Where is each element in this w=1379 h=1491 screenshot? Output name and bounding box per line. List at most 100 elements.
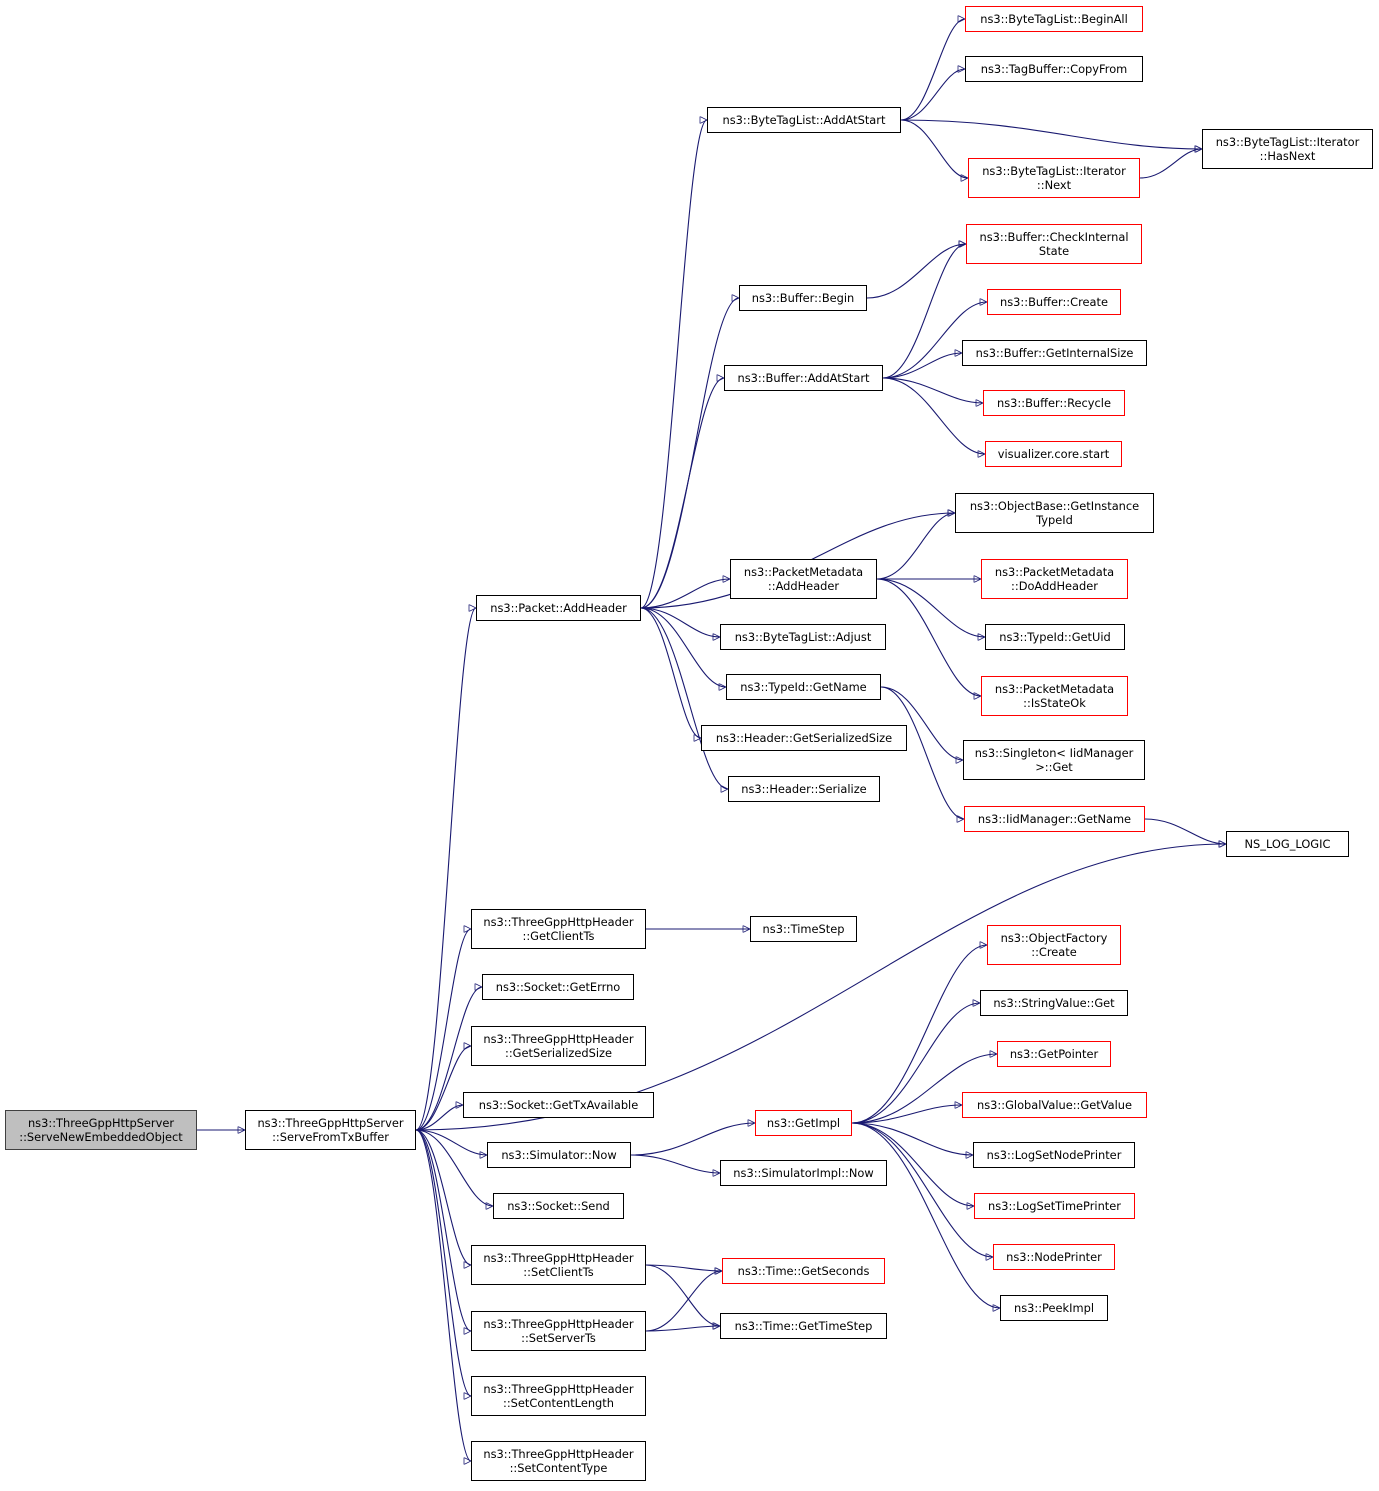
node-packetmetadata-doaddheader[interactable]: ns3::PacketMetadata ::DoAddHeader — [981, 559, 1128, 599]
edge-bytetaglist-addatstart-to-tagbuffer-copyfrom — [900, 69, 965, 121]
node-getpointer[interactable]: ns3::GetPointer — [997, 1041, 1111, 1067]
edge-typeid-getname-to-singleton-iidmanager-get — [880, 686, 963, 760]
node-packetmetadata-isstateok[interactable]: ns3::PacketMetadata ::IsStateOk — [981, 676, 1128, 716]
node-http-header-getserializedsize[interactable]: ns3::ThreeGppHttpHeader ::GetSerializedS… — [471, 1026, 646, 1066]
node-buffer-getinternalsize[interactable]: ns3::Buffer::GetInternalSize — [962, 340, 1147, 366]
edge-packetmetadata-addheader-to-objectbase-getinstancetypeid — [876, 513, 955, 580]
edge-packet-addheader-to-buffer-begin — [640, 298, 739, 609]
edge-packetmetadata-addheader-to-typeid-getuid — [876, 578, 985, 637]
edge-buffer-addatstart-to-buffer-getinternalsize — [882, 353, 962, 379]
node-label: ns3::ByteTagList::Iterator ::Next — [982, 164, 1126, 192]
node-label: ns3::ThreeGppHttpHeader ::SetServerTs — [483, 1317, 634, 1345]
edge-serve-from-tx-to-http-header-getclientts — [415, 929, 471, 1131]
node-label: ns3::Time::GetSeconds — [737, 1264, 870, 1278]
node-globalvalue-getvalue[interactable]: ns3::GlobalValue::GetValue — [962, 1092, 1147, 1118]
node-bytetaglist-beginall[interactable]: ns3::ByteTagList::BeginAll — [965, 6, 1143, 32]
node-label: ns3::Simulator::Now — [501, 1148, 617, 1162]
node-logsettimeprinter[interactable]: ns3::LogSetTimePrinter — [974, 1193, 1135, 1219]
edge-bytetaglist-addatstart-to-bytetaglist-beginall — [900, 19, 965, 121]
node-timestep[interactable]: ns3::TimeStep — [750, 916, 857, 942]
node-label: ns3::Packet::AddHeader — [490, 601, 627, 615]
node-iidmanager-getname[interactable]: ns3::IidManager::GetName — [964, 806, 1145, 832]
node-label: ns3::Buffer::CheckInternal State — [979, 230, 1129, 258]
node-label: ns3::ByteTagList::Adjust — [734, 630, 872, 644]
node-simulator-now[interactable]: ns3::Simulator::Now — [487, 1142, 631, 1168]
edge-serve-from-tx-to-socket-gettxavailable — [415, 1105, 463, 1131]
node-http-header-setcontentlength[interactable]: ns3::ThreeGppHttpHeader ::SetContentLeng… — [471, 1376, 646, 1416]
edge-serve-from-tx-to-socket-geterrno — [415, 987, 482, 1131]
node-typeid-getname[interactable]: ns3::TypeId::GetName — [726, 674, 881, 700]
node-simulatorimpl-now[interactable]: ns3::SimulatorImpl::Now — [720, 1160, 887, 1186]
edge-buffer-addatstart-to-visualizer-core-start — [882, 377, 985, 454]
node-socket-geterrno[interactable]: ns3::Socket::GetErrno — [482, 974, 634, 1000]
edge-getimpl-to-objectfactory-create — [851, 945, 987, 1124]
node-logsetnodeprinter[interactable]: ns3::LogSetNodePrinter — [973, 1142, 1135, 1168]
node-time-getseconds[interactable]: ns3::Time::GetSeconds — [722, 1258, 885, 1284]
node-http-header-setclientts[interactable]: ns3::ThreeGppHttpHeader ::SetClientTs — [471, 1245, 646, 1285]
node-buffer-checkinternalstate[interactable]: ns3::Buffer::CheckInternal State — [966, 224, 1142, 264]
edge-packet-addheader-to-header-serialize — [640, 607, 728, 789]
node-label: ns3::PacketMetadata ::DoAddHeader — [994, 565, 1115, 593]
node-typeid-getuid[interactable]: ns3::TypeId::GetUid — [985, 624, 1125, 650]
node-getimpl[interactable]: ns3::GetImpl — [755, 1110, 852, 1136]
node-label: ns3::Buffer::GetInternalSize — [975, 346, 1134, 360]
node-label: ns3::ThreeGppHttpHeader ::GetClientTs — [483, 915, 634, 943]
node-label: ns3::ObjectBase::GetInstance TypeId — [969, 499, 1140, 527]
node-label: ns3::TagBuffer::CopyFrom — [980, 62, 1128, 76]
node-label: ns3::Singleton< IidManager >::Get — [974, 746, 1134, 774]
node-socket-send[interactable]: ns3::Socket::Send — [493, 1193, 624, 1219]
node-label: ns3::ByteTagList::BeginAll — [980, 12, 1128, 26]
node-bytetaglist-iter-hasnext[interactable]: ns3::ByteTagList::Iterator ::HasNext — [1202, 129, 1373, 169]
node-singleton-iidmanager-get[interactable]: ns3::Singleton< IidManager >::Get — [963, 740, 1145, 780]
node-label: ns3::Buffer::AddAtStart — [737, 371, 870, 385]
edge-getimpl-to-logsetnodeprinter — [851, 1122, 973, 1155]
node-label: ns3::ByteTagList::Iterator ::HasNext — [1215, 135, 1360, 163]
edge-getimpl-to-stringvalue-get — [851, 1003, 980, 1124]
node-label: ns3::GetPointer — [1009, 1047, 1099, 1061]
edge-packet-addheader-to-header-getserializedsize — [640, 607, 701, 738]
node-ns-log-logic[interactable]: NS_LOG_LOGIC — [1226, 831, 1349, 857]
node-header-serialize[interactable]: ns3::Header::Serialize — [728, 776, 880, 802]
edge-serve-from-tx-to-packet-addheader — [415, 608, 476, 1131]
node-visualizer-core-start[interactable]: visualizer.core.start — [985, 441, 1122, 467]
edge-simulator-now-to-simulatorimpl-now — [630, 1154, 720, 1173]
node-bytetaglist-addatstart[interactable]: ns3::ByteTagList::AddAtStart — [707, 107, 901, 133]
node-http-header-setserverts[interactable]: ns3::ThreeGppHttpHeader ::SetServerTs — [471, 1311, 646, 1351]
node-socket-gettxavailable[interactable]: ns3::Socket::GetTxAvailable — [463, 1092, 654, 1118]
node-buffer-recycle[interactable]: ns3::Buffer::Recycle — [983, 390, 1125, 416]
node-packetmetadata-addheader[interactable]: ns3::PacketMetadata ::AddHeader — [730, 559, 877, 599]
node-http-header-setcontenttype[interactable]: ns3::ThreeGppHttpHeader ::SetContentType — [471, 1441, 646, 1481]
edge-packet-addheader-to-buffer-addatstart — [640, 378, 724, 609]
node-label: ns3::Socket::GetErrno — [495, 980, 621, 994]
edge-http-header-setclientts-to-time-gettimestep — [645, 1264, 720, 1326]
node-header-getserializedsize[interactable]: ns3::Header::GetSerializedSize — [701, 725, 907, 751]
edge-packet-addheader-to-bytetaglist-addatstart — [640, 120, 707, 609]
node-serve-from-tx[interactable]: ns3::ThreeGppHttpServer ::ServeFromTxBuf… — [245, 1110, 416, 1150]
node-tagbuffer-copyfrom[interactable]: ns3::TagBuffer::CopyFrom — [965, 56, 1143, 82]
node-label: ns3::ByteTagList::AddAtStart — [722, 113, 886, 127]
node-buffer-create[interactable]: ns3::Buffer::Create — [987, 289, 1121, 315]
node-packet-addheader[interactable]: ns3::Packet::AddHeader — [476, 595, 641, 621]
node-label: ns3::LogSetTimePrinter — [988, 1199, 1121, 1213]
edge-bytetaglist-addatstart-to-bytetaglist-iter-hasnext — [900, 119, 1202, 149]
node-bytetaglist-iter-next[interactable]: ns3::ByteTagList::Iterator ::Next — [968, 158, 1140, 198]
node-label: ns3::ObjectFactory ::Create — [1000, 931, 1108, 959]
node-objectfactory-create[interactable]: ns3::ObjectFactory ::Create — [987, 925, 1121, 965]
edge-packet-addheader-to-typeid-getname — [640, 607, 726, 687]
node-http-header-getclientts[interactable]: ns3::ThreeGppHttpHeader ::GetClientTs — [471, 909, 646, 949]
node-buffer-addatstart[interactable]: ns3::Buffer::AddAtStart — [724, 365, 883, 391]
node-label: ns3::ThreeGppHttpHeader ::GetSerializedS… — [483, 1032, 634, 1060]
node-buffer-begin[interactable]: ns3::Buffer::Begin — [739, 285, 867, 311]
node-nodeprinter[interactable]: ns3::NodePrinter — [993, 1244, 1115, 1270]
node-time-gettimestep[interactable]: ns3::Time::GetTimeStep — [720, 1313, 887, 1339]
node-label: ns3::ThreeGppHttpServer ::ServeFromTxBuf… — [257, 1116, 404, 1144]
edge-serve-from-tx-to-http-header-setclientts — [415, 1129, 471, 1265]
node-objectbase-getinstancetypeid[interactable]: ns3::ObjectBase::GetInstance TypeId — [955, 493, 1154, 533]
node-stringvalue-get[interactable]: ns3::StringValue::Get — [980, 990, 1128, 1016]
node-label: ns3::Buffer::Recycle — [997, 396, 1111, 410]
node-peekimpl[interactable]: ns3::PeekImpl — [1000, 1295, 1108, 1321]
node-label: ns3::Socket::GetTxAvailable — [478, 1098, 639, 1112]
node-bytetaglist-adjust[interactable]: ns3::ByteTagList::Adjust — [720, 624, 886, 650]
